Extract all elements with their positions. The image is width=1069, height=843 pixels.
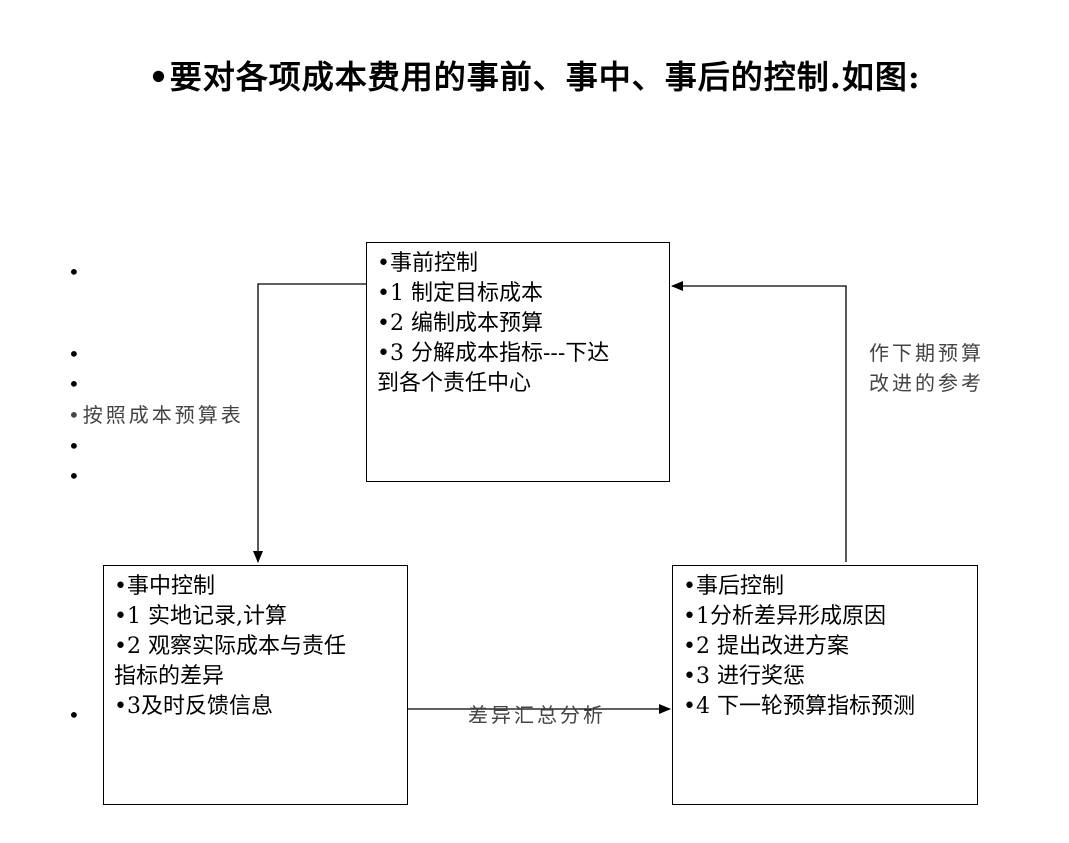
box-pre-line: •1 制定目标成本 [377,281,543,306]
box-post-control: •事后控制 •1分析差异形成原因 •2 提出改进方案 •3 进行奖惩 •4 下一… [672,565,978,805]
box-post-line: •1分析差异形成原因 [683,604,886,629]
box-mid-line: •3及时反馈信息 [114,694,273,719]
feedback-label-line: 改进的参考 [869,371,984,395]
box-pre-line: •事前控制 [377,251,478,276]
bullet-dot: • [68,703,80,727]
box-pre-line: •3 分解成本指标---下达 [377,341,610,366]
bullet-dot: • [68,434,80,458]
box-post-line: •2 提出改进方案 [683,634,849,659]
box-pre-line: 到各个责任中心 [377,371,532,396]
bullet-dot: • [68,372,80,396]
box-mid-line: •1 实地记录,计算 [114,604,287,629]
arrow-pre-to-mid [253,283,366,563]
analysis-label: 差异汇总分析 [468,703,606,727]
box-pre-control: •事前控制 •1 制定目标成本 •2 编制成本预算 •3 分解成本指标---下达… [366,242,670,482]
feedback-label-line: 作下期预算 [869,341,984,365]
box-pre-line: •2 编制成本预算 [377,311,543,336]
page-title: •要对各项成本费用的事前、事中、事后的控制.如图: [148,58,921,96]
arrow-post-to-pre [671,281,847,562]
bullet-dot: • [68,260,80,284]
box-mid-control: •事中控制 •1 实地记录,计算 •2 观察实际成本与责任 指标的差异 •3及时… [103,565,408,805]
box-post-line: •4 下一轮预算指标预测 [683,694,915,719]
bullet-dot: • [68,464,80,488]
box-post-line: •3 进行奖惩 [683,664,805,689]
box-mid-line: 指标的差异 [114,664,225,689]
budget-label: •按照成本预算表 [68,403,244,427]
bullet-dot: • [68,342,80,366]
box-post-line: •事后控制 [683,574,784,599]
box-mid-line: •2 观察实际成本与责任 [114,634,346,659]
feedback-label: 作下期预算 改进的参考 [869,338,984,398]
box-mid-line: •事中控制 [114,574,215,599]
